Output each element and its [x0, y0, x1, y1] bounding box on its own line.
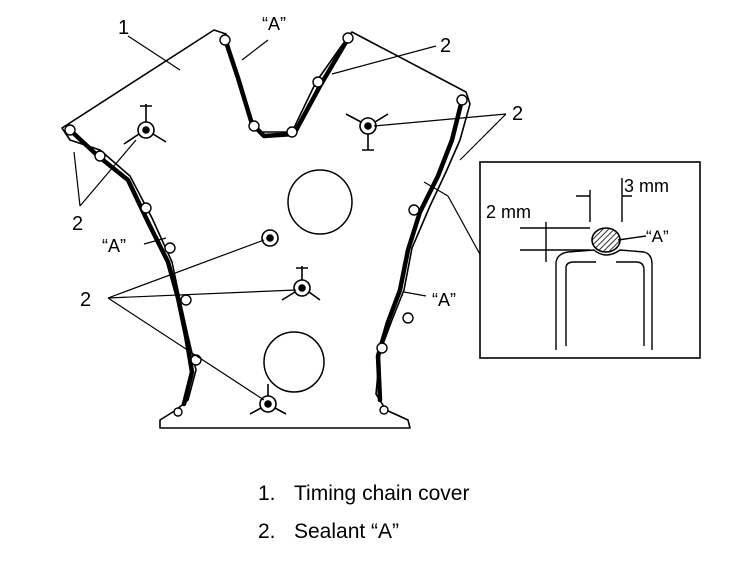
legend-number: 1.	[258, 482, 276, 505]
flange-profile	[555, 249, 653, 350]
bolt-hole	[190, 354, 202, 366]
sealant-points	[123, 104, 389, 415]
sealant-bead-left-side	[67, 127, 195, 407]
detail-inset: 3 mm 2 mm “A”	[479, 161, 701, 359]
sealant-point	[261, 229, 279, 247]
sealant-bead-top-notch	[223, 39, 349, 139]
bolt-hole	[342, 32, 354, 44]
edge-bolt-holes	[64, 32, 468, 417]
bolt-hole	[408, 204, 420, 216]
bolt-hole	[140, 202, 152, 214]
sealant-point	[249, 384, 287, 415]
bolt-hole	[94, 150, 106, 162]
detail-height-label: 2 mm	[486, 202, 531, 222]
bolt-hole	[248, 120, 260, 132]
legend-text: Sealant “A”	[294, 520, 400, 543]
legend-text: Timing chain cover	[294, 482, 470, 505]
leader-2-left	[73, 139, 137, 207]
bolt-hole	[286, 126, 298, 138]
cover-openings	[263, 169, 353, 393]
legend-number: 2.	[258, 520, 276, 543]
sealant-point	[123, 104, 167, 145]
flange-profile-inner	[565, 261, 645, 346]
leader-2-right	[373, 113, 507, 161]
leader-2-top	[331, 45, 437, 75]
callout-part2-bottom: 2	[80, 289, 91, 311]
callout-labels: 1 “A” 2 2 2 “A” 2 “A”	[72, 14, 523, 311]
cover-opening-lower	[263, 331, 325, 393]
leader-a-detail	[617, 235, 647, 241]
bolt-hole	[379, 405, 389, 415]
detail-width-label: 3 mm	[624, 176, 669, 196]
leader-a-top	[241, 39, 269, 61]
cover-outline	[61, 29, 471, 429]
dim-2mm	[520, 222, 590, 262]
leader-a-right	[403, 291, 427, 297]
bolt-hole	[312, 76, 324, 88]
sealant-point	[281, 266, 321, 301]
bolt-hole	[164, 242, 176, 254]
bolt-hole	[456, 94, 468, 106]
bolt-hole	[64, 124, 76, 136]
timing-chain-cover	[61, 29, 471, 429]
callout-sealant-right: “A”	[432, 290, 456, 310]
legend-item-2: 2. Sealant “A”	[258, 520, 399, 544]
sealant-bead-right-side	[375, 97, 465, 403]
callout-part2-top: 2	[440, 35, 451, 57]
sealant-point	[345, 113, 389, 151]
dim-3mm	[576, 178, 632, 222]
callout-sealant-top: “A”	[262, 14, 286, 34]
callout-part2-left: 2	[72, 213, 83, 235]
bolt-hole	[180, 294, 192, 306]
legend-item-1: 1. Timing chain cover	[258, 482, 469, 506]
bolt-hole	[376, 342, 388, 354]
bolt-hole	[219, 34, 231, 46]
cover-opening-upper	[287, 169, 353, 235]
callout-part1: 1	[118, 17, 129, 39]
callout-sealant-left: “A”	[102, 236, 126, 256]
detail-sealant-label: “A”	[646, 227, 669, 246]
sealant-bead-section	[591, 227, 621, 253]
leader-lines	[73, 35, 507, 401]
leader-1	[127, 35, 181, 71]
leader-2-bottom	[107, 239, 297, 401]
bolt-hole	[402, 312, 414, 324]
leader-a-left	[143, 237, 167, 245]
bolt-hole	[173, 407, 183, 417]
detail-section-mark	[423, 181, 483, 259]
callout-part2-right: 2	[512, 103, 523, 125]
